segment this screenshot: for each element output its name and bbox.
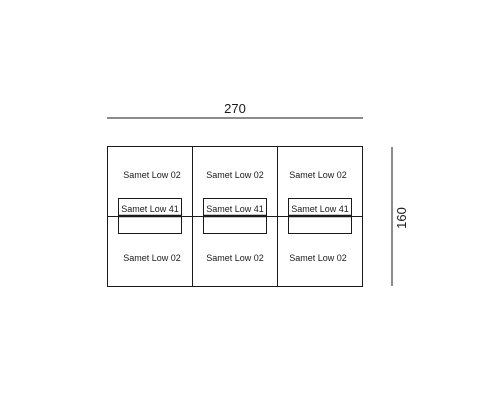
- module-column-3: Samet Low 02 Samet Low 41 Samet Low 02: [288, 170, 352, 263]
- connector-block-lower-3: [288, 216, 352, 234]
- connector-block-lower-1: [118, 216, 182, 234]
- connector-block-lower-2: [203, 216, 267, 234]
- module-label-top-3: Samet Low 02: [289, 170, 347, 180]
- module-label-top-1: Samet Low 02: [123, 170, 181, 180]
- height-dimension-label: 160: [394, 207, 409, 229]
- module-column-2: Samet Low 02 Samet Low 41 Samet Low 02: [203, 170, 267, 263]
- width-dimension-label: 270: [224, 101, 246, 116]
- module-label-bottom-1: Samet Low 02: [123, 253, 181, 263]
- module-label-bottom-3: Samet Low 02: [289, 253, 347, 263]
- module-label-bottom-2: Samet Low 02: [206, 253, 264, 263]
- module-label-top-2: Samet Low 02: [206, 170, 264, 180]
- module-label-middle-2: Samet Low 41: [206, 204, 264, 214]
- module-label-middle-3: Samet Low 41: [291, 204, 349, 214]
- module-label-middle-1: Samet Low 41: [121, 204, 179, 214]
- module-column-1: Samet Low 02 Samet Low 41 Samet Low 02: [118, 170, 182, 263]
